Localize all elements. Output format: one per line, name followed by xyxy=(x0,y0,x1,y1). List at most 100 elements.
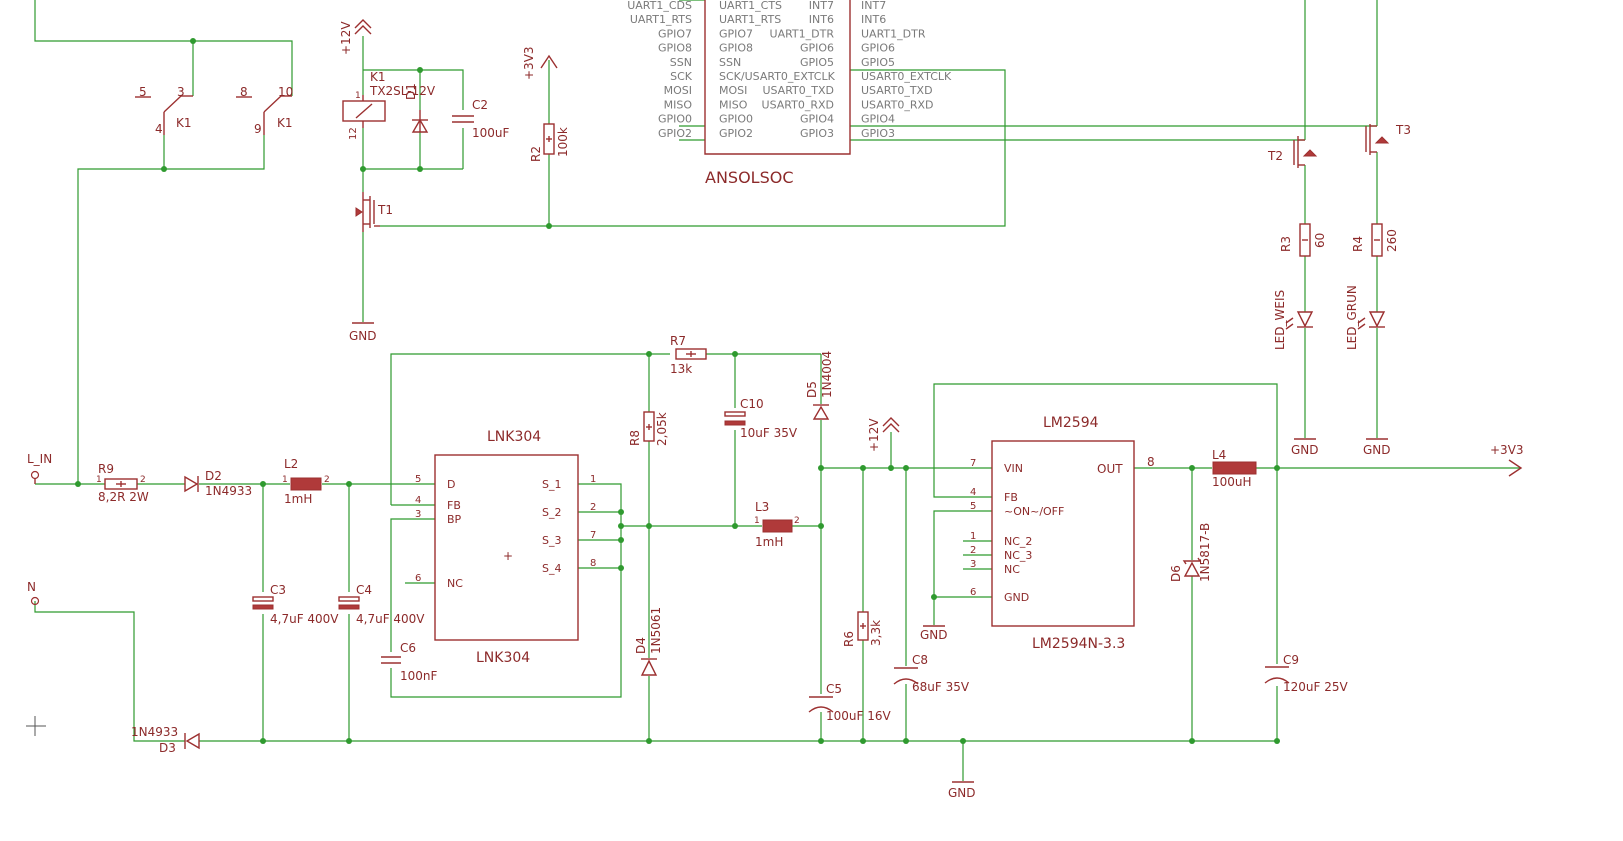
inductor-l4-value: 100uH xyxy=(1212,475,1252,489)
ic-lm2594-pin-name: NC_3 xyxy=(1004,549,1032,562)
diode-d3-name: D3 xyxy=(159,741,176,755)
diode-d1: D1 xyxy=(404,83,429,133)
gnd-lm-label: GND xyxy=(920,628,948,642)
diode-d5: D5 1N4004 xyxy=(805,351,834,420)
soc-pin-left: UART1_CTS xyxy=(719,0,782,12)
inductor-l3-name: L3 xyxy=(755,500,769,514)
ic-lnk304-value: LNK304 xyxy=(476,650,530,666)
ic-lnk304-body xyxy=(434,454,579,641)
relay-sw2-pin-a: 8 xyxy=(240,85,248,99)
terminal-l-in: L_IN xyxy=(27,452,52,484)
ic-lm2594-pin-name: FB xyxy=(1004,491,1018,504)
terminal-n: N xyxy=(27,580,40,606)
soc-net-right: INT7 xyxy=(861,0,886,12)
capacitor-c8: C8 68uF 35V xyxy=(893,653,970,694)
diode-d6: D6 1N5817-B xyxy=(1169,523,1212,582)
soc-net-left: GPIO2 xyxy=(658,127,692,140)
inductor-l3-value: 1mH xyxy=(755,535,783,549)
relay-sw1-pin-c: 4 xyxy=(155,122,163,136)
resistor-r4-name: R4 xyxy=(1351,236,1365,252)
ic-lnk304-pin-num: 5 xyxy=(415,474,421,485)
capacitor-c3: C3 4,7uF 400V xyxy=(252,583,339,626)
terminal-l-in-label: L_IN xyxy=(27,452,52,466)
relay-k1-switches: 5 3 4 K1 8 10 9 K1 xyxy=(135,85,293,136)
junctions xyxy=(75,38,1280,744)
relay-sw1-label: K1 xyxy=(176,116,192,130)
resistor-r2-value: 100k xyxy=(556,127,570,157)
ic-lm2594-pin-num: 6 xyxy=(970,587,976,598)
soc-pin-left: MOSI xyxy=(719,84,747,97)
resistor-r8-value: 2,05k xyxy=(655,412,669,446)
ic-lm2594-pin-name: NC_2 xyxy=(1004,535,1032,548)
ic-lnk304-name: LNK304 xyxy=(487,429,541,445)
ic-lnk304-pin-num: 1 xyxy=(590,474,596,485)
ic-lnk304-pin-name: S_3 xyxy=(542,534,561,547)
capacitor-c8-name: C8 xyxy=(912,653,928,667)
diode-d6-value: 1N5817-B xyxy=(1198,523,1212,582)
resistor-r2-name: R2 xyxy=(529,146,543,162)
resistor-r9-pin2: 2 xyxy=(140,475,146,485)
diode-d5-name: D5 xyxy=(805,381,819,398)
diode-d4: D4 1N5061 xyxy=(634,607,663,676)
soc-pin-left: GPIO2 xyxy=(719,127,753,140)
resistor-r6-value: 3,3k xyxy=(869,620,883,646)
inductor-l2-name: L2 xyxy=(284,457,298,471)
resistor-r6: R6 3,3k xyxy=(842,611,883,647)
ic-lm2594-name: LM2594 xyxy=(1043,415,1099,431)
capacitor-c4-value: 4,7uF 400V xyxy=(356,612,425,626)
soc-pin-right: UART1_DTR xyxy=(770,27,835,40)
diode-d2-value: 1N4933 xyxy=(205,484,252,498)
soc-net-right: USART0_EXTCLK xyxy=(861,70,952,83)
soc-pin-left: UART1_RTS xyxy=(719,13,781,26)
ic-lnk304-pin-num: 8 xyxy=(590,558,596,569)
soc-pin-right: GPIO5 xyxy=(800,56,834,69)
soc-net-right: USART0_TXD xyxy=(861,84,933,97)
ic-lnk304-pin-name: S_4 xyxy=(542,562,561,575)
capacitor-c4: C4 4,7uF 400V xyxy=(338,583,425,626)
resistor-r7-name: R7 xyxy=(670,334,686,348)
gnd-led-weis: GND xyxy=(1291,438,1319,457)
soc-pin-right: GPIO6 xyxy=(800,42,834,55)
gnd-bottom-label: GND xyxy=(948,786,976,800)
relay-sw1-pin-b: 3 xyxy=(177,85,185,99)
gnd-led-grun: GND xyxy=(1363,438,1391,457)
diode-d6-name: D6 xyxy=(1169,565,1183,582)
resistor-r3-value: 60 xyxy=(1313,233,1327,248)
soc-pin-right: USART0_TXD xyxy=(762,84,834,97)
capacitor-c8-value: 68uF 35V xyxy=(912,680,970,694)
mosfet-t2-name: T2 xyxy=(1267,149,1283,163)
supply-12v-mid: +12V xyxy=(867,417,900,452)
soc-pin-left: GPIO0 xyxy=(719,113,753,126)
capacitor-c6-name: C6 xyxy=(400,641,416,655)
capacitor-c4-name: C4 xyxy=(356,583,372,597)
soc-net-left: MISO xyxy=(664,98,693,111)
supply-3v3-out-label: +3V3 xyxy=(1490,443,1524,457)
relay-pin-1: 1 xyxy=(355,91,361,101)
diode-d4-value: 1N5061 xyxy=(649,607,663,654)
relay-coil-name: K1 xyxy=(370,70,386,84)
soc-pin-stubs xyxy=(679,0,1377,141)
resistor-r4-value: 260 xyxy=(1385,229,1399,252)
resistor-r3: R3 60 xyxy=(1279,223,1327,257)
capacitor-c9-value: 120uF 25V xyxy=(1283,680,1348,694)
resistor-r9-name: R9 xyxy=(98,462,114,476)
soc-net-right: GPIO4 xyxy=(861,113,895,126)
capacitor-c2: C2 100uF xyxy=(452,98,510,140)
soc-net-right: USART0_RXD xyxy=(861,98,933,111)
capacitor-c9: C9 120uF 25V xyxy=(1264,653,1348,694)
diode-d3: 1N4933 D3 xyxy=(131,725,200,755)
resistor-r2: R2 100k xyxy=(529,123,570,162)
relay-k1-coil: K1 TX2SL-12V 1 12 xyxy=(342,70,436,140)
gnd-bottom: GND xyxy=(948,781,976,800)
capacitor-c10: C10 10uF 35V xyxy=(724,397,798,440)
ic-lm2594-body xyxy=(991,440,1135,627)
supply-3v3-r2: +3V3 xyxy=(522,46,558,80)
soc-name: ANSOLSOC xyxy=(705,168,794,187)
resistor-r7: R7 13k xyxy=(670,334,707,376)
inductor-l3-pin2: 2 xyxy=(794,516,800,526)
mosfet-t2: T2 xyxy=(1267,136,1318,168)
capacitor-c9-name: C9 xyxy=(1283,653,1299,667)
ic-lnk304-pin-name: FB xyxy=(447,499,461,512)
inductor-l4: L4 100uH xyxy=(1212,448,1257,489)
gnd-led-grun-label: GND xyxy=(1363,443,1391,457)
